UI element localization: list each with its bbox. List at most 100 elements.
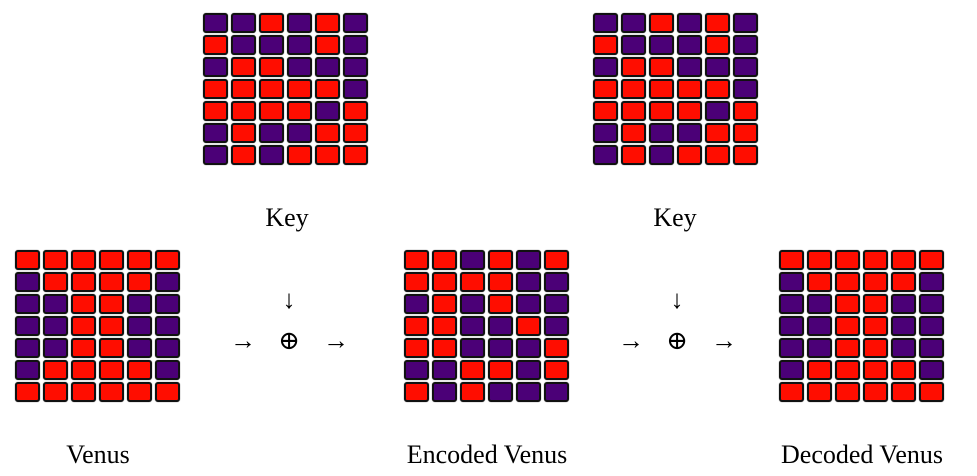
grid-cell-purple	[649, 123, 674, 143]
grid-cell-red	[315, 79, 340, 99]
grid-cell-red	[15, 382, 40, 402]
grid-cell-red	[677, 101, 702, 121]
grid-cell-red	[432, 338, 457, 358]
grid-cell-red	[43, 360, 68, 380]
grid-cell-red	[259, 57, 284, 77]
grid-cell-red	[863, 360, 888, 380]
grid-cell-purple	[544, 382, 569, 402]
grid-cell-red	[99, 250, 124, 270]
grid-cell-red	[404, 382, 429, 402]
grid-cell-red	[677, 79, 702, 99]
grid-cell-purple	[203, 123, 228, 143]
grid-cell-purple	[259, 145, 284, 165]
grid-cell-red	[677, 145, 702, 165]
grid-cell-red	[488, 250, 513, 270]
grid-cell-red	[779, 382, 804, 402]
grid-cell-red	[203, 79, 228, 99]
grid-cell-red	[404, 338, 429, 358]
grid-cell-purple	[127, 294, 152, 314]
grid-cell-purple	[127, 338, 152, 358]
grid-cell-purple	[15, 360, 40, 380]
grid-cell-red	[315, 123, 340, 143]
venus-label: Venus	[66, 440, 130, 469]
grid-cell-red	[733, 145, 758, 165]
grid-cell-red	[488, 272, 513, 292]
grid-cell-purple	[259, 35, 284, 55]
grid-cell-purple	[155, 338, 180, 358]
grid-cell-purple	[544, 272, 569, 292]
grid-cell-purple	[488, 316, 513, 336]
grid-cell-red	[733, 123, 758, 143]
grid-cell-purple	[919, 272, 944, 292]
grid-cell-red	[432, 316, 457, 336]
grid-cell-purple	[779, 272, 804, 292]
grid-cell-red	[259, 13, 284, 33]
down-arrow-icon: ↓	[282, 285, 296, 314]
grid-cell-purple	[733, 57, 758, 77]
grid-cell-purple	[544, 294, 569, 314]
grid-cell-purple	[593, 145, 618, 165]
grid-cell-purple	[343, 13, 368, 33]
grid-cell-red	[835, 294, 860, 314]
grid-cell-red	[705, 35, 730, 55]
grid-cell-red	[259, 101, 284, 121]
grid-cell-purple	[460, 316, 485, 336]
grid-cell-red	[71, 316, 96, 336]
grid-cell-red	[43, 272, 68, 292]
grid-cell-purple	[155, 294, 180, 314]
grid-cell-red	[99, 338, 124, 358]
grid-cell-purple	[593, 57, 618, 77]
grid-cell-purple	[779, 316, 804, 336]
grid-cell-red	[231, 79, 256, 99]
grid-cell-purple	[516, 294, 541, 314]
key2-label: Key	[653, 203, 697, 232]
grid-cell-purple	[404, 360, 429, 380]
grid-cell-purple	[488, 338, 513, 358]
grid-cell-red	[835, 382, 860, 402]
grid-cell-purple	[287, 57, 312, 77]
grid-cell-red	[807, 272, 832, 292]
grid-cell-red	[649, 101, 674, 121]
grid-cell-red	[155, 250, 180, 270]
grid-cell-purple	[733, 79, 758, 99]
grid-cell-red	[43, 382, 68, 402]
grid-cell-red	[891, 250, 916, 270]
grid-cell-purple	[488, 382, 513, 402]
grid-cell-red	[649, 57, 674, 77]
grid-cell-purple	[677, 57, 702, 77]
grid-cell-red	[315, 13, 340, 33]
right-arrow-icon: →	[711, 326, 737, 355]
key1-grid	[203, 13, 368, 165]
grid-cell-purple	[919, 316, 944, 336]
grid-cell-purple	[593, 123, 618, 143]
xor-icon: ⊕	[666, 326, 688, 355]
grid-cell-red	[488, 360, 513, 380]
grid-cell-red	[863, 316, 888, 336]
grid-cell-purple	[516, 272, 541, 292]
encoded-label: Encoded Venus	[406, 440, 568, 469]
grid-cell-purple	[203, 57, 228, 77]
grid-cell-purple	[43, 338, 68, 358]
down-arrow-icon: ↓	[670, 285, 684, 314]
grid-cell-red	[343, 123, 368, 143]
decoded-label: Decoded Venus	[781, 440, 943, 469]
grid-cell-red	[544, 360, 569, 380]
grid-cell-red	[544, 338, 569, 358]
grid-cell-red	[231, 145, 256, 165]
grid-cell-red	[287, 101, 312, 121]
grid-cell-purple	[807, 338, 832, 358]
grid-cell-red	[432, 294, 457, 314]
grid-cell-purple	[231, 35, 256, 55]
grid-cell-red	[71, 382, 96, 402]
grid-cell-red	[488, 294, 513, 314]
grid-cell-red	[99, 382, 124, 402]
grid-cell-purple	[287, 13, 312, 33]
grid-cell-red	[891, 272, 916, 292]
grid-cell-red	[863, 272, 888, 292]
grid-cell-red	[863, 382, 888, 402]
grid-cell-red	[621, 123, 646, 143]
grid-cell-red	[43, 250, 68, 270]
grid-cell-red	[593, 79, 618, 99]
grid-cell-red	[404, 250, 429, 270]
right-arrow-icon: →	[618, 326, 644, 355]
